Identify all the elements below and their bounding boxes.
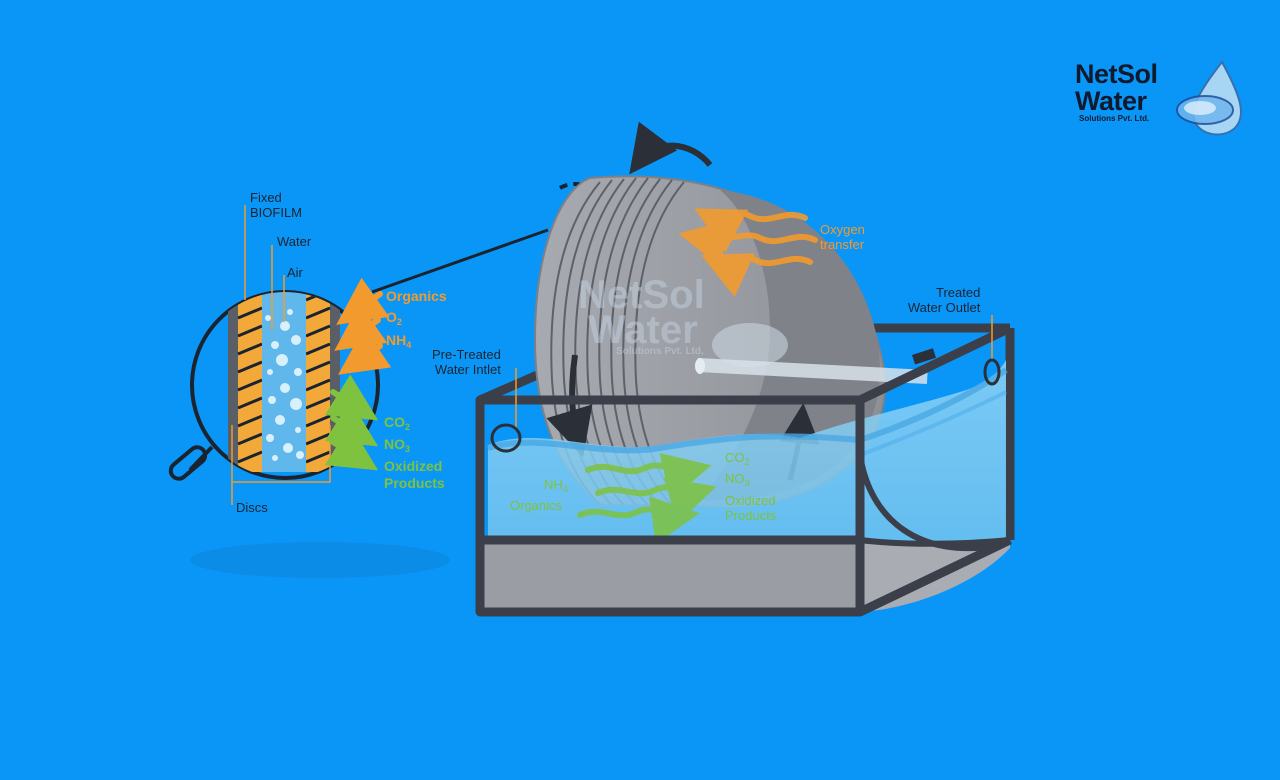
tank-frame [475, 323, 1012, 617]
tank-co2-sub: 2 [744, 457, 750, 467]
tank-nh4-sub: 4 [562, 484, 568, 494]
output-arrows [324, 374, 379, 471]
disc-shaft [697, 358, 928, 385]
tank-bottom [480, 540, 860, 612]
outlet-line-1: Treated [936, 285, 981, 300]
outlet-port [983, 358, 1001, 386]
oxidized-text: Oxidized [384, 458, 443, 474]
logo: NetSol Water Solutions Pvt. Ltd. [1075, 60, 1158, 124]
no3-sub: 3 [405, 444, 411, 454]
label-biofilm: BIOFILM [250, 205, 303, 220]
outlet-line-2: Water Outlet [907, 300, 981, 315]
inlet-line-1: Pre-Treated [432, 347, 501, 362]
label-out-no3: NO3 [384, 436, 410, 455]
oxygen-text: Oxygen [820, 222, 865, 237]
tank-co2-text: CO [725, 450, 745, 465]
co2-sub: 2 [405, 422, 411, 432]
detail-shadow [190, 542, 450, 578]
oxygen-arrows [678, 208, 818, 297]
air-bubbles [265, 309, 304, 461]
label-oxygen-transfer: Oxygen transfer [820, 222, 865, 252]
label-fixed-biofilm: Fixed BIOFILM [250, 190, 302, 220]
label-out-oxidized: Oxidized Products [384, 458, 445, 492]
label-in-organics: Organics [386, 288, 447, 304]
magnifier-grip [168, 445, 208, 481]
transfer-text: transfer [820, 237, 865, 252]
tank-no3-text: NO [725, 471, 745, 486]
zoom-line [371, 228, 549, 294]
magnifier-detail [168, 205, 380, 505]
tank-green-arrows [577, 453, 717, 544]
watermark-line-3: Solutions Pvt. Ltd. [616, 346, 704, 357]
logo-line-1: NetSol [1075, 59, 1158, 89]
o2-sub: 2 [396, 317, 402, 327]
inlet-port [490, 423, 522, 453]
watermark-line-1: NetSol [578, 273, 705, 317]
label-water: Water [277, 234, 312, 249]
watermark-line-2: Water [588, 308, 698, 352]
label-in-o2: O2 [386, 309, 402, 327]
label-out-co2: CO2 [384, 414, 410, 433]
label-tank-co2: CO2 [725, 450, 750, 467]
water-surface [487, 367, 1008, 454]
logo-line-3: Solutions Pvt. Ltd. [1079, 114, 1150, 123]
disc-left [228, 292, 238, 472]
co2-text: CO [384, 414, 405, 430]
label-in-nh4: NH4 [386, 332, 411, 350]
watermark: NetSol Water Solutions Pvt. Ltd. [578, 273, 705, 358]
logo-drop-icon [1176, 60, 1242, 136]
input-arrows [334, 277, 392, 375]
label-fixed: Fixed [250, 190, 282, 205]
tank-oxidized-text: Oxidized [725, 493, 776, 508]
label-outlet: Treated Water Outlet [900, 285, 980, 315]
inlet-line-2: Water Intlet [434, 362, 501, 377]
logo-line-2: Water [1075, 86, 1147, 116]
tank-nh4-text: NH [544, 477, 563, 492]
rotation-arrow [629, 121, 713, 175]
products-text: Products [384, 475, 445, 491]
label-inlet: Pre-Treated Water Intlet [432, 347, 501, 377]
inlet-outlet [490, 315, 1001, 453]
tank-no3-sub: 3 [744, 478, 750, 488]
label-tank-organics: Organics [510, 498, 563, 513]
label-tank-nh4: NH4 [544, 477, 568, 494]
o2-text: O [386, 309, 397, 325]
no3-text: NO [384, 436, 405, 452]
label-air: Air [287, 265, 303, 280]
nh4-text: NH [386, 332, 407, 348]
label-tank-no3: NO3 [725, 471, 750, 488]
nh4-sub: 4 [406, 340, 412, 350]
label-tank-oxidized: Oxidized Products [725, 493, 776, 523]
label-discs: Discs [236, 500, 268, 515]
tank-products-text: Products [725, 508, 777, 523]
